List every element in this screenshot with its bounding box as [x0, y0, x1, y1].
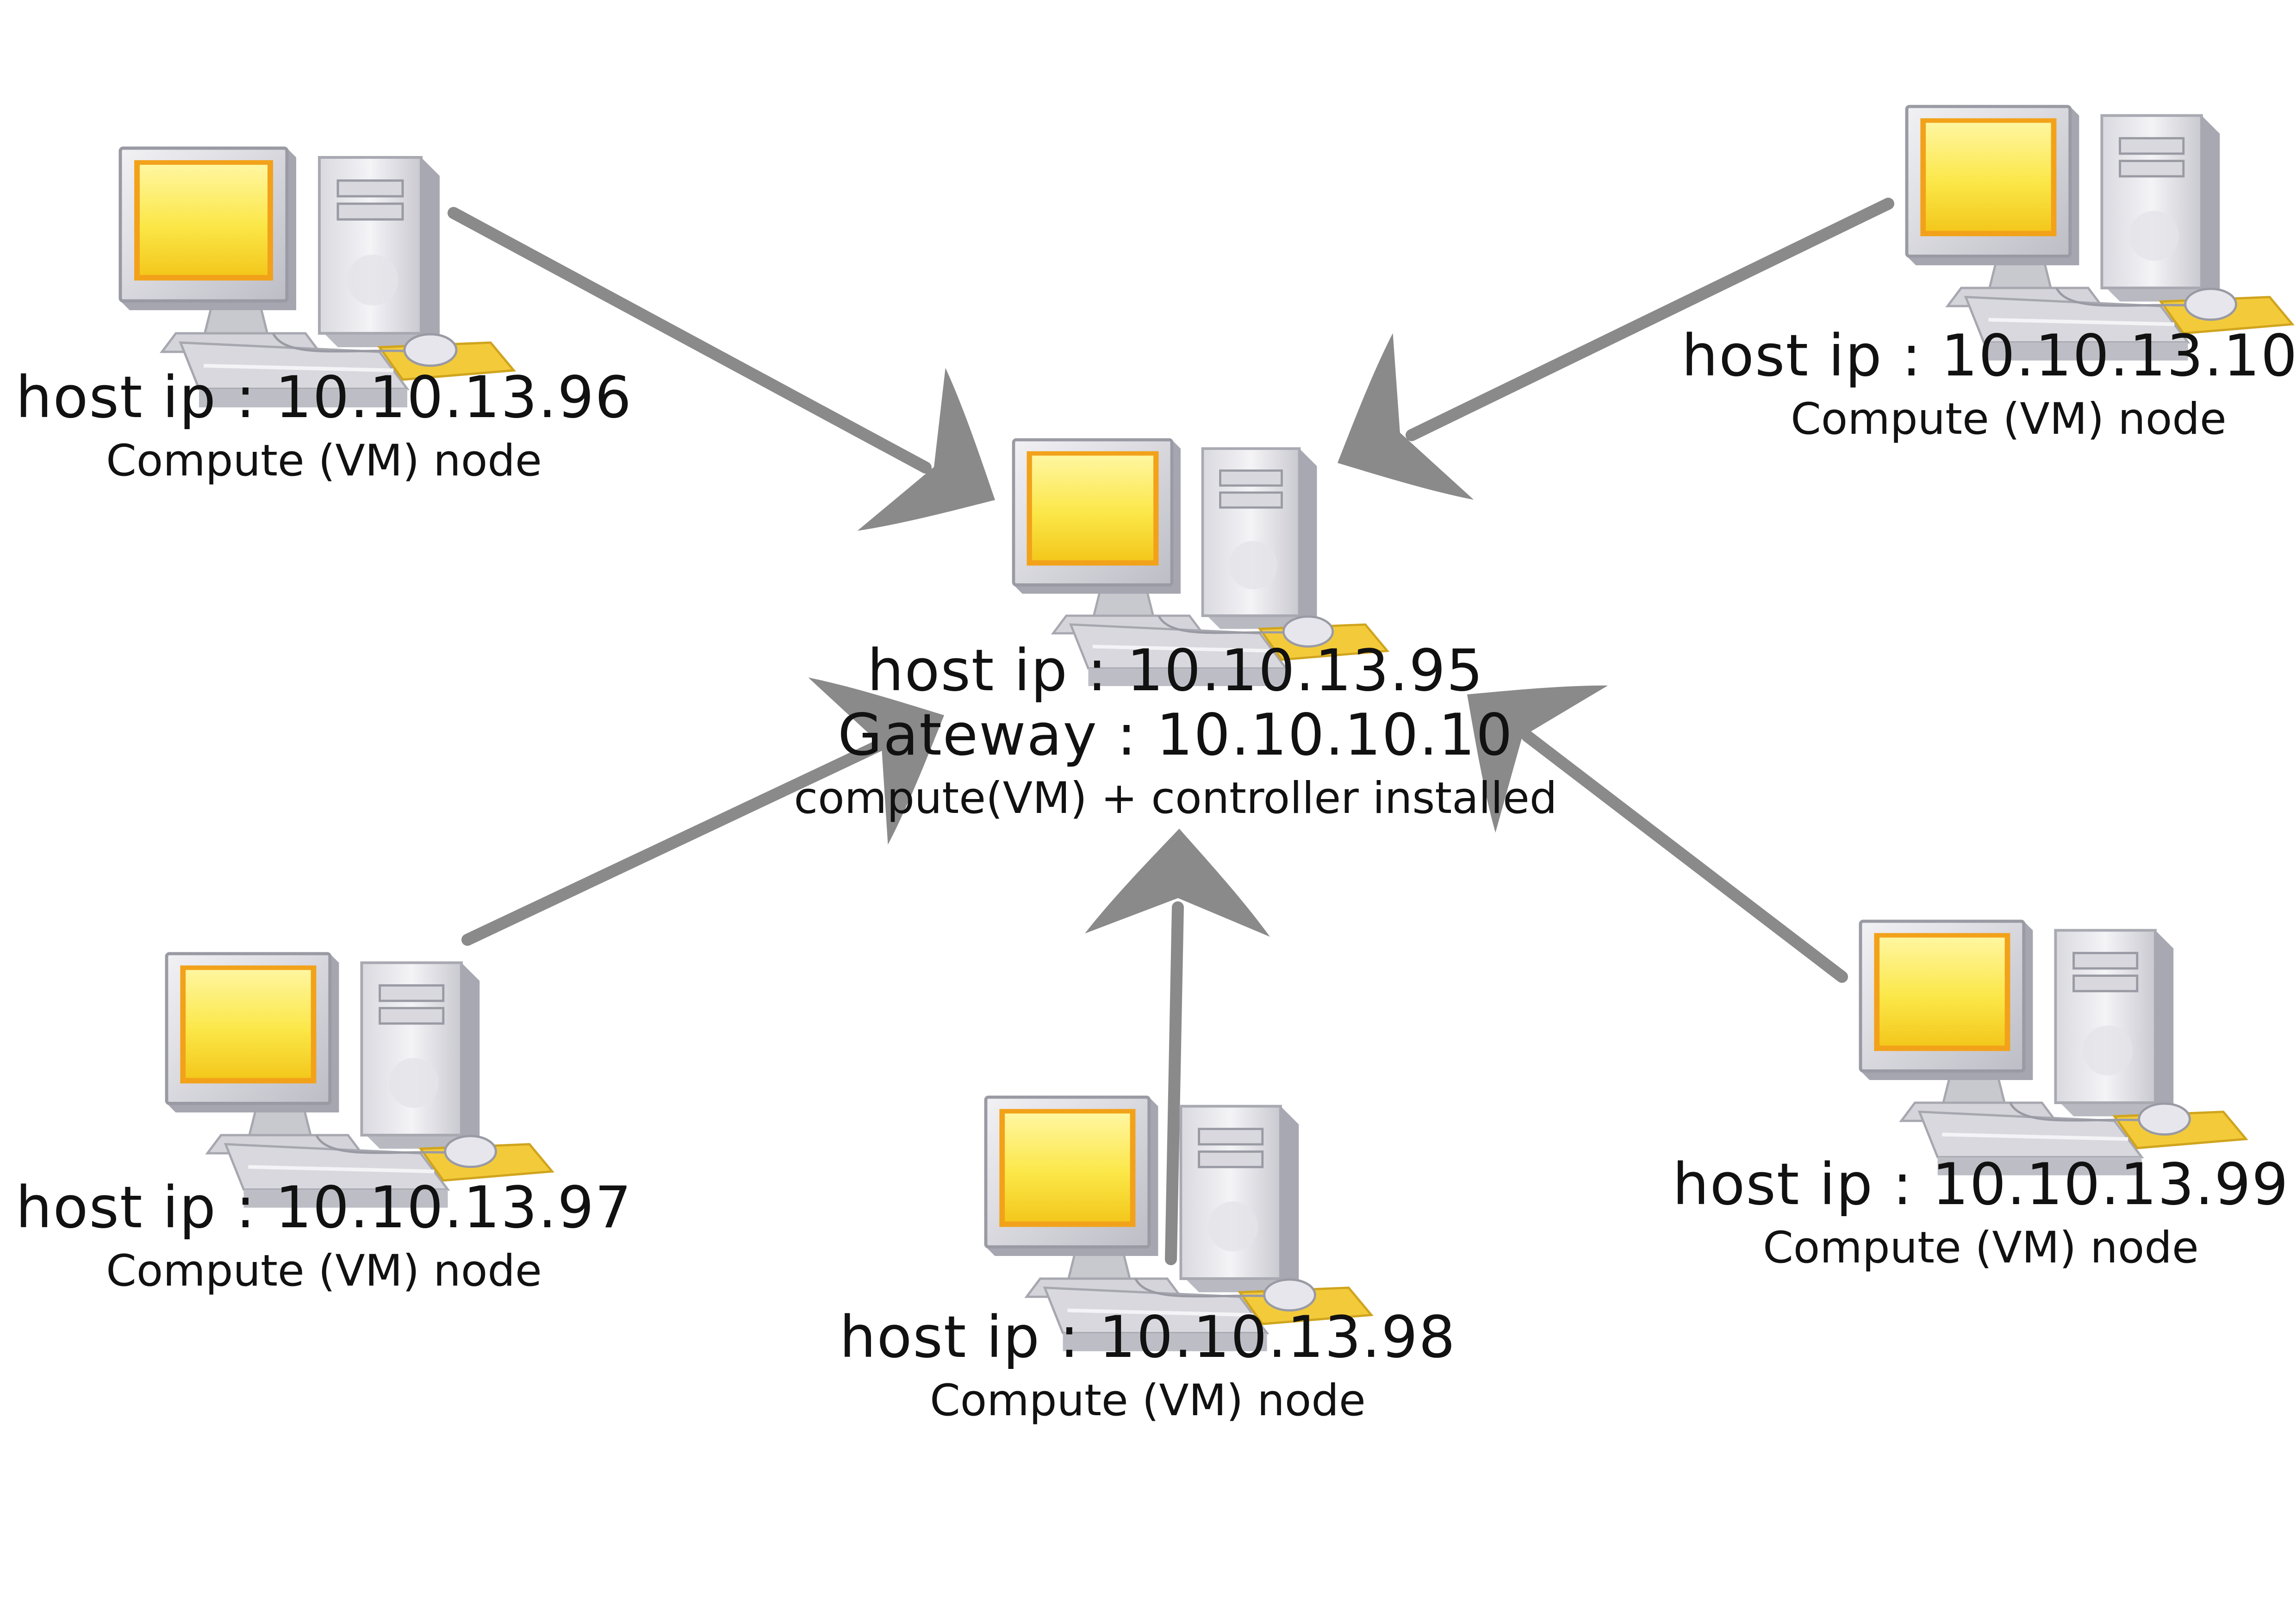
node-97-computer-icon [167, 954, 552, 1208]
arrow-node-99 [1411, 621, 1848, 983]
node-98-role: Compute (VM) node [930, 1375, 1366, 1426]
node-97-role: Compute (VM) node [106, 1245, 542, 1296]
node-99-label: host ip : 10.10.13.99 Compute (VM) node [1672, 1151, 2290, 1273]
arrow-node-96 [448, 207, 1039, 581]
connection-arrows [448, 198, 1894, 1265]
node-100-label: host ip : 10.10.13.100 Compute (VM) node [1681, 323, 2296, 444]
node-100-host-ip: host ip : 10.10.13.100 [1681, 323, 2296, 389]
controller-gateway: Gateway : 10.10.10.10 [838, 701, 1513, 768]
controller-role: compute(VM) + controller installed [794, 773, 1557, 824]
node-96-role: Compute (VM) node [106, 435, 542, 486]
node-96-host-ip: host ip : 10.10.13.96 [15, 364, 633, 431]
arrow-node-97 [461, 631, 984, 946]
node-96-label: host ip : 10.10.13.96 Compute (VM) node [15, 364, 633, 486]
node-99-computer-icon [1860, 921, 2246, 1175]
node-100-role: Compute (VM) node [1791, 394, 2227, 444]
node-99-role: Compute (VM) node [1763, 1222, 2199, 1273]
node-97-host-ip: host ip : 10.10.13.97 [15, 1174, 633, 1241]
controller-host-ip: host ip : 10.10.13.95 [867, 637, 1484, 704]
node-97-label: host ip : 10.10.13.97 Compute (VM) node [15, 1174, 633, 1296]
node-98-host-ip: host ip : 10.10.13.98 [839, 1304, 1456, 1371]
arrow-node-100 [1297, 198, 1894, 546]
node-99-host-ip: host ip : 10.10.13.99 [1672, 1151, 2290, 1218]
node-98-label: host ip : 10.10.13.98 Compute (VM) node [840, 1305, 1456, 1425]
controller-label: host ip : 10.10.13.95 Gateway : 10.10.10… [794, 639, 1557, 823]
arrow-node-98 [1085, 827, 1272, 1265]
